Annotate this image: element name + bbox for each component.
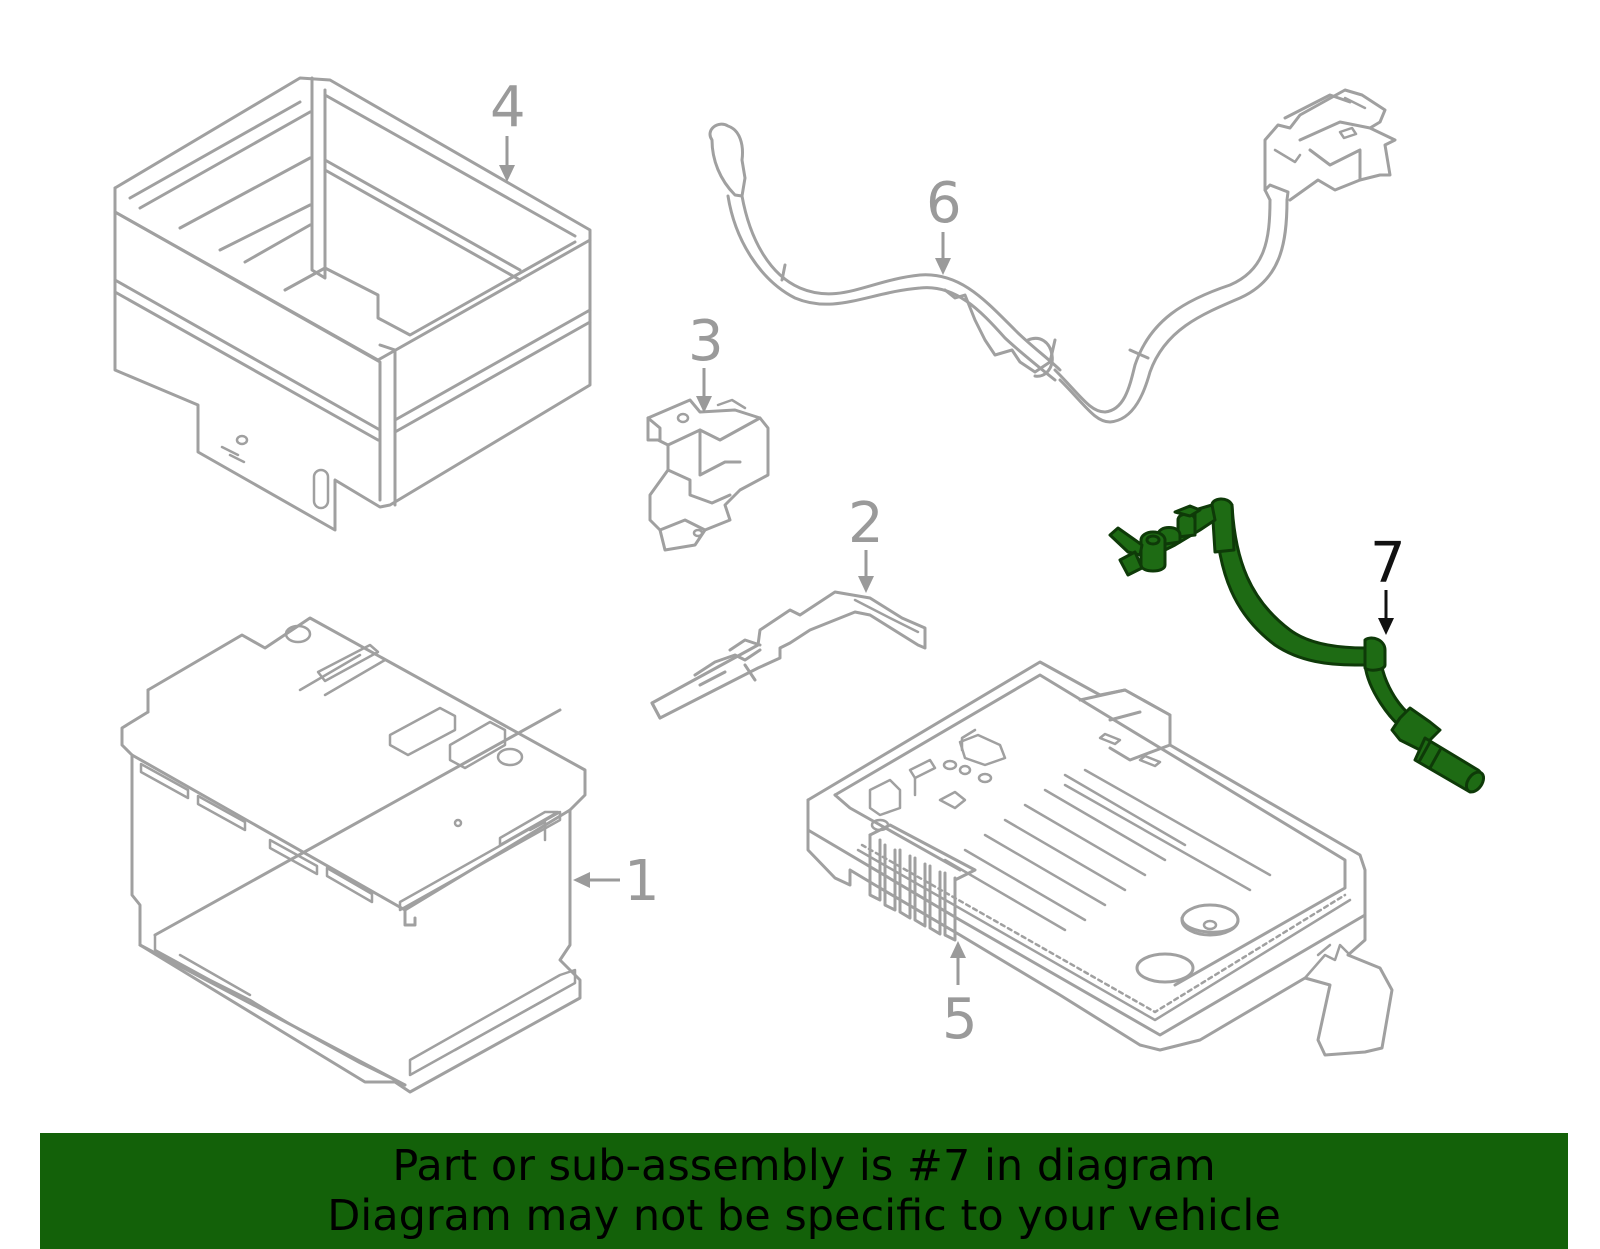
callout-6: 6	[926, 171, 962, 275]
callout-4: 4	[490, 75, 526, 182]
banner-disclaimer: Diagram may not be specific to your vehi…	[327, 1191, 1281, 1241]
callout-1: 1	[573, 849, 660, 914]
callout-3: 3	[688, 309, 724, 413]
callout-2-label: 2	[848, 491, 884, 556]
callout-5: 5	[942, 941, 978, 1052]
part-3-bracket[interactable]	[646, 398, 770, 552]
callout-7: 7	[1370, 531, 1406, 635]
callout-2: 2	[848, 491, 884, 593]
part-2-strap[interactable]	[650, 590, 927, 720]
part-5-tray[interactable]	[806, 660, 1394, 1057]
callout-7-label: 7	[1370, 531, 1406, 596]
info-banner: Part or sub-assembly is #7 in diagram Di…	[40, 1133, 1568, 1249]
part-6-cable[interactable]	[708, 88, 1397, 424]
callout-5-label: 5	[942, 987, 978, 1052]
callout-6-label: 6	[926, 171, 962, 236]
callout-3-label: 3	[688, 309, 724, 374]
callout-4-label: 4	[490, 75, 526, 140]
callout-1-label: 1	[624, 849, 660, 914]
banner-part-notice: Part or sub-assembly is #7 in diagram	[392, 1141, 1216, 1191]
part-7-ground-cable[interactable]	[1108, 497, 1487, 795]
part-1-battery[interactable]	[120, 616, 587, 1094]
part-4-battery-box[interactable]	[113, 76, 592, 532]
